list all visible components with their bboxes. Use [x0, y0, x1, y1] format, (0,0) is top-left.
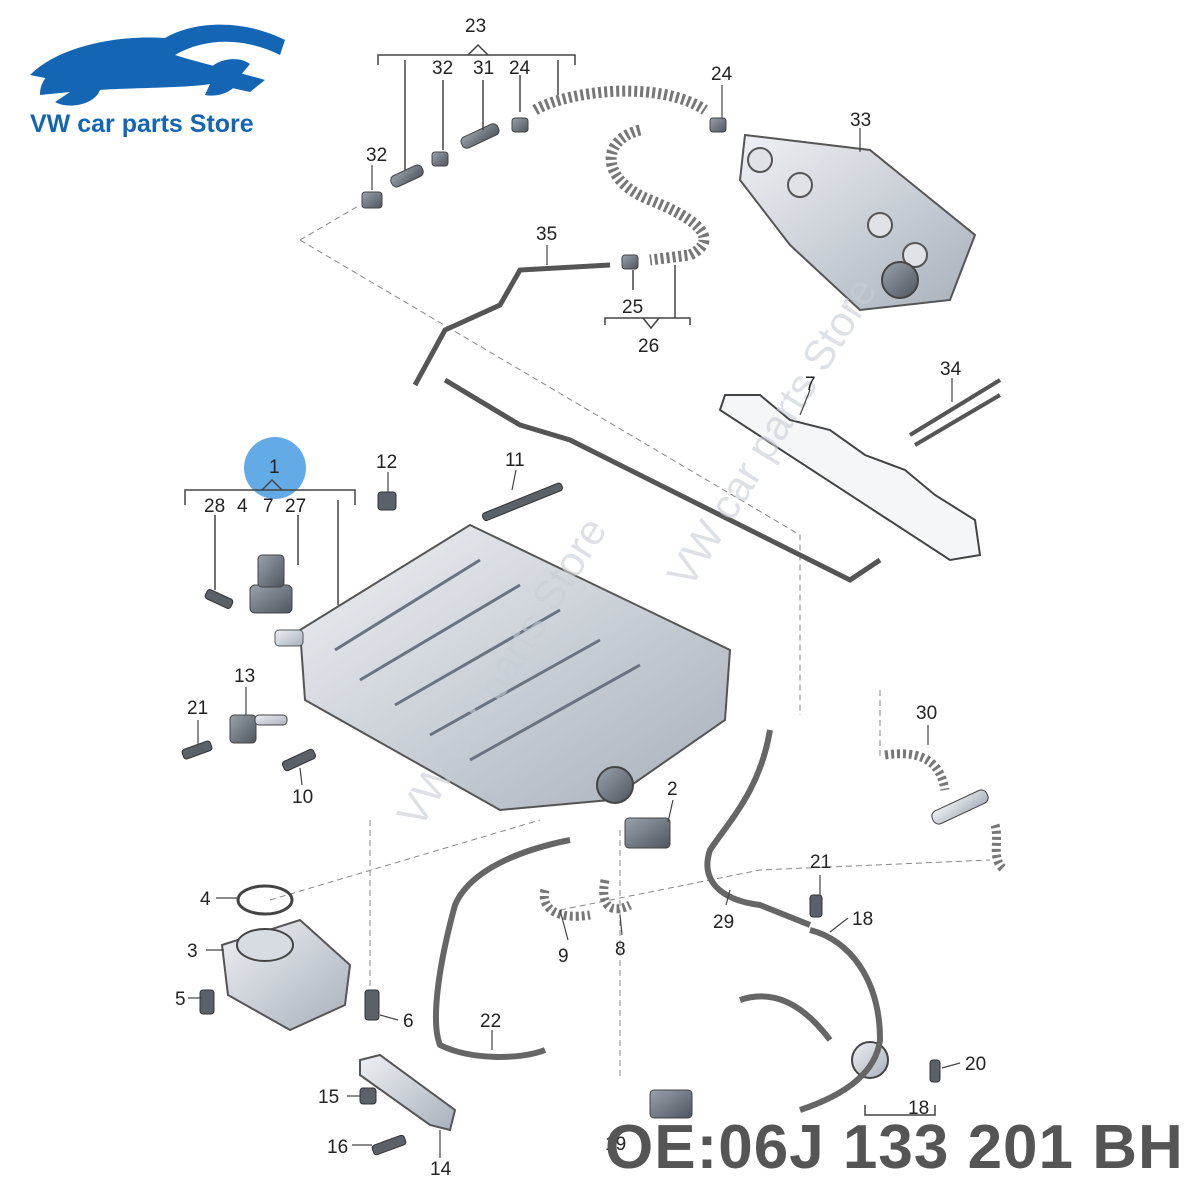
callout-8: 8	[615, 939, 626, 960]
watermark: VW car parts Store	[658, 269, 886, 595]
part-number: OE:06J 133 201 BH	[605, 1113, 1184, 1182]
callout-24: 24	[509, 58, 531, 79]
leader-lines	[188, 85, 961, 1158]
exhaust-manifold	[738, 133, 977, 312]
highlight-circle	[244, 437, 306, 499]
callout-7: 7	[263, 496, 274, 517]
top-hose	[532, 85, 709, 115]
callout-labels: 23 32 31 24 24 33 32 35 25 26 7 34 1 12 …	[175, 16, 986, 1180]
callout-34: 34	[940, 359, 962, 380]
group-brackets	[184, 43, 936, 1116]
vacuum-pipe	[412, 262, 882, 583]
callout-14: 14	[430, 1159, 452, 1180]
t-connector	[931, 789, 989, 825]
callout-15: 15	[318, 1087, 339, 1108]
callout-16: 16	[327, 1137, 348, 1158]
callout-1: 1	[269, 457, 280, 478]
callout-12: 12	[376, 452, 397, 473]
callout-27: 27	[285, 496, 306, 517]
callout-5: 5	[175, 989, 186, 1010]
callout-6: 6	[403, 1011, 414, 1032]
lower-hoses	[433, 729, 884, 1113]
callout-11: 11	[505, 450, 525, 471]
callout-2: 2	[667, 779, 678, 800]
callout-28: 28	[204, 496, 225, 517]
callout-25: 25	[622, 297, 643, 318]
callout-30: 30	[916, 703, 937, 724]
intake-manifold	[274, 523, 732, 812]
callout-4: 4	[237, 496, 248, 517]
callout-32: 32	[366, 145, 387, 166]
callout-21: 21	[187, 698, 208, 719]
callout-26: 26	[638, 336, 659, 357]
breather-hose	[605, 124, 710, 266]
callout-33: 33	[850, 110, 871, 131]
callout-31: 31	[473, 58, 494, 79]
callout-18: 18	[852, 909, 873, 930]
callout-20: 20	[965, 1054, 986, 1075]
bolts	[181, 482, 941, 1156]
callout-24: 24	[711, 64, 733, 85]
callout-10: 10	[292, 787, 313, 808]
callout-21: 21	[810, 852, 831, 873]
callout-22: 22	[480, 1011, 501, 1032]
o-ring	[236, 884, 294, 916]
callout-4: 4	[200, 889, 211, 910]
throttle-body	[220, 918, 352, 1032]
callout-13: 13	[234, 666, 255, 687]
callout-9: 9	[558, 946, 569, 967]
callout-19: 19	[605, 1134, 626, 1155]
callout-23: 23	[465, 16, 486, 37]
car-wrench-logo-icon	[30, 24, 285, 106]
top-connectors	[361, 117, 727, 270]
pressure-sensor	[249, 554, 293, 614]
callout-32: 32	[432, 58, 453, 79]
store-name: VW car parts Store	[30, 110, 254, 138]
manifold-gasket	[718, 394, 982, 562]
position-sensor	[229, 714, 288, 744]
callout-3: 3	[187, 941, 198, 962]
callout-35: 35	[536, 224, 557, 245]
short-hoses	[539, 749, 1009, 921]
lower-valve	[649, 1041, 889, 1119]
callout-29: 29	[713, 912, 734, 933]
hose-clips	[908, 378, 1002, 447]
callout-7: 7	[805, 374, 816, 395]
support-bracket	[359, 1053, 457, 1132]
callout-18: 18	[908, 1098, 929, 1119]
reference-lines	[269, 204, 991, 1080]
solenoid-valve	[624, 817, 671, 849]
